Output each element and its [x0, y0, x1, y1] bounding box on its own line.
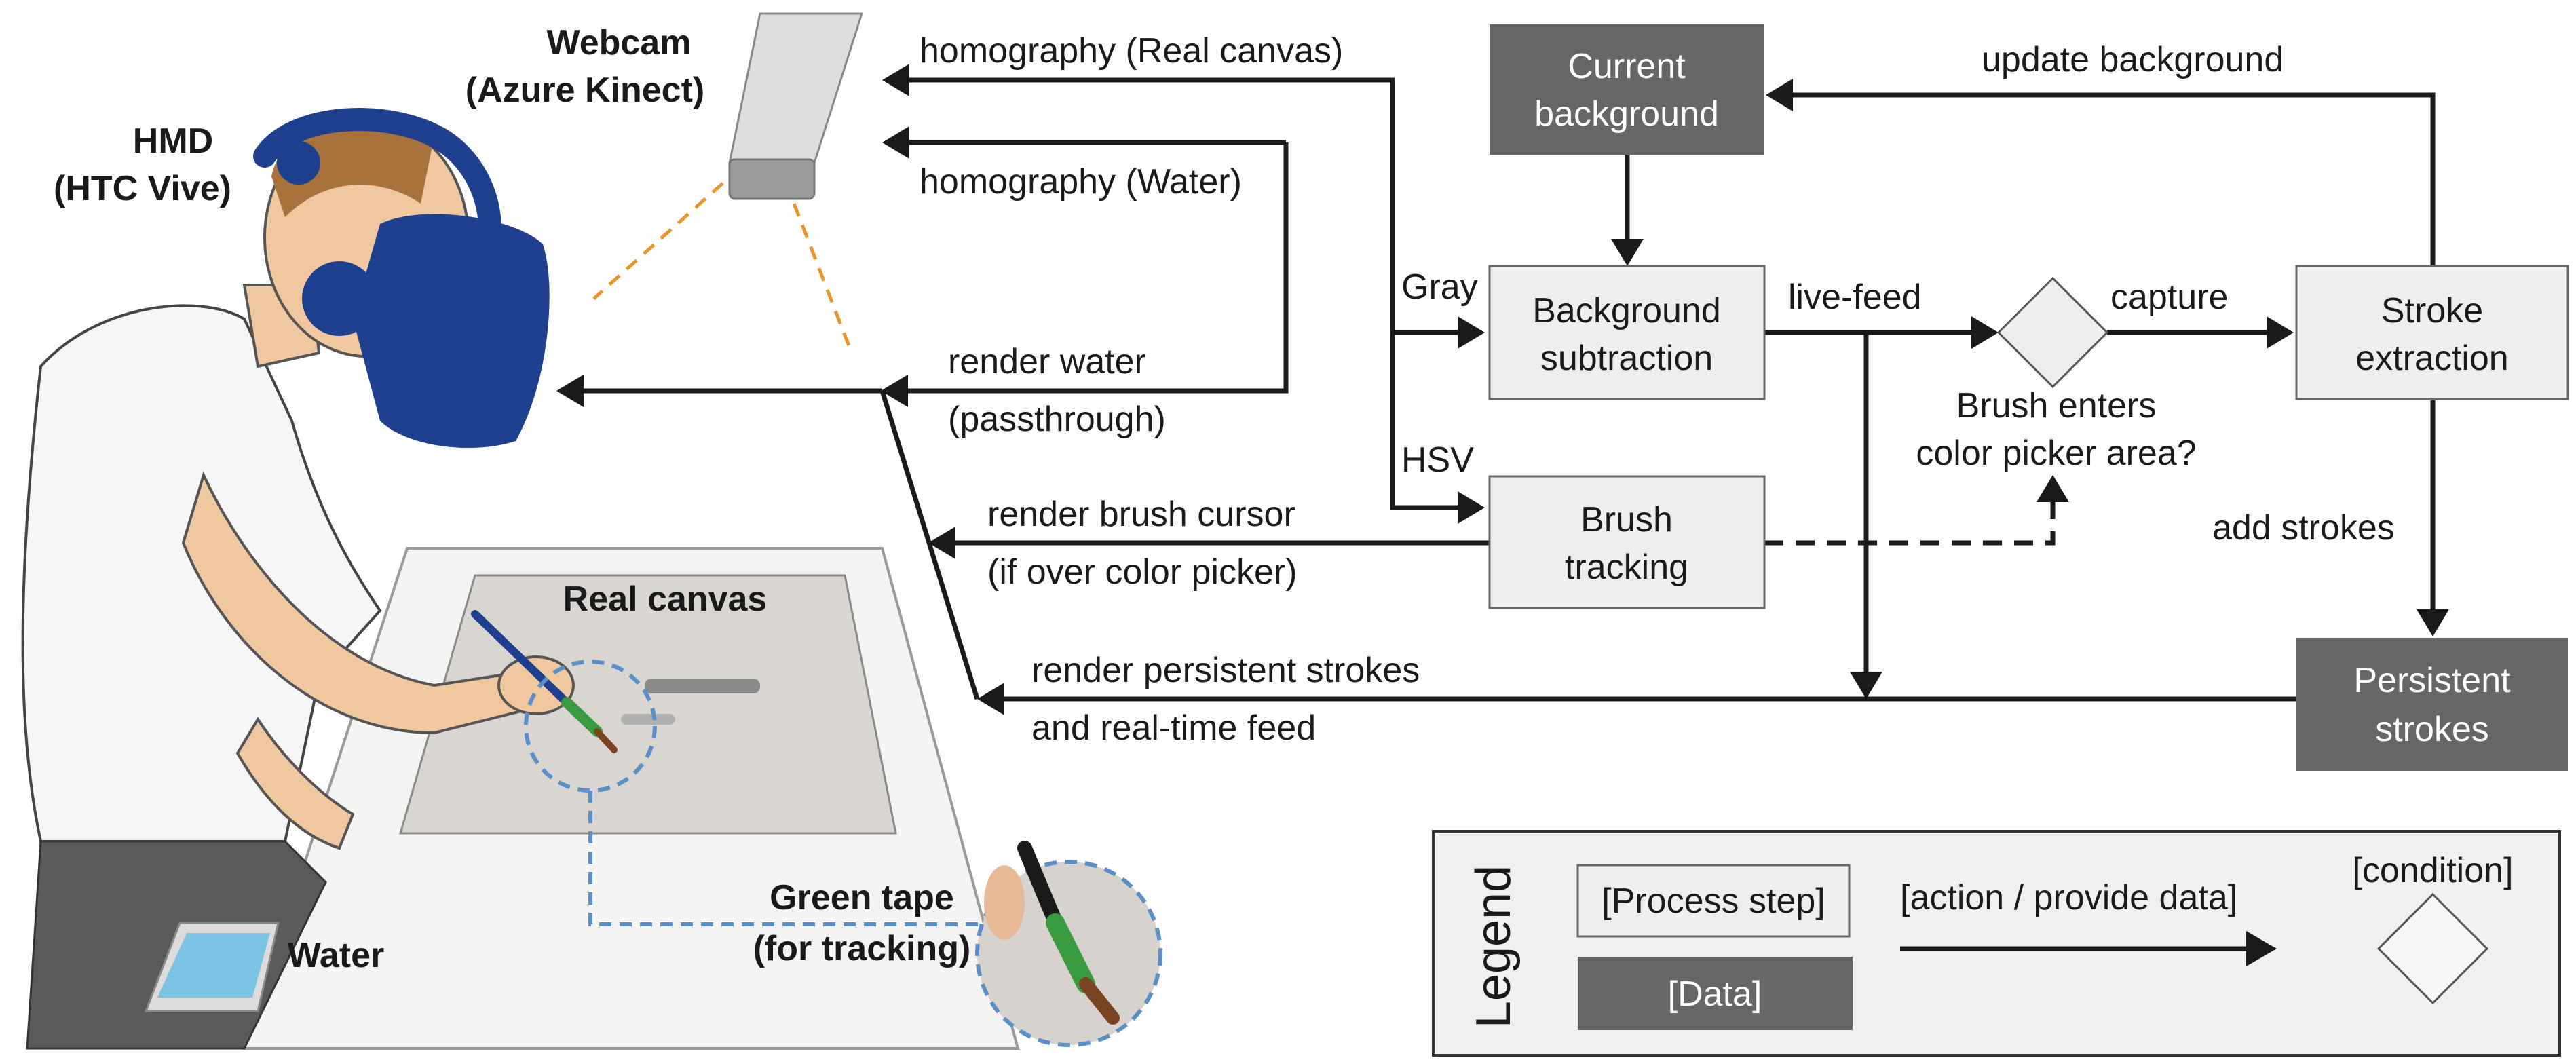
label-add-strokes: add strokes	[2212, 508, 2395, 548]
node-persistent-strokes: Persistent strokes	[2296, 638, 2568, 771]
webcam-label: Webcam	[547, 23, 692, 62]
label-hsv: HSV	[1401, 440, 1474, 480]
label-homography-water: homography (Water)	[920, 162, 1242, 202]
hmd-headset	[253, 108, 550, 448]
label-render-cursor-2: (if over color picker)	[987, 552, 1298, 592]
legend-process-label: [Process step]	[1602, 881, 1825, 921]
arrow-hsv	[1390, 332, 1458, 510]
node-stroke-extraction-line2: extraction	[2355, 339, 2508, 378]
arrow-homography-real	[909, 77, 1395, 332]
node-stroke-extraction: Stroke extraction	[2295, 265, 2569, 400]
zoom-connector	[588, 791, 981, 926]
legend-action-label: [action / provide data]	[1900, 878, 2237, 917]
webcam-device	[728, 12, 864, 200]
flow-lines	[556, 64, 2449, 715]
arrow-tracking-to-condition	[1764, 502, 2056, 546]
label-capture: capture	[2110, 278, 2228, 317]
label-homography-real: homography (Real canvas)	[920, 31, 1343, 71]
legend-condition-label: [condition]	[2352, 851, 2513, 890]
legend-process-box	[1576, 864, 1851, 938]
arrow-update-background	[1793, 92, 2436, 266]
label-render-persistent-2: and real-time feed	[1031, 708, 1316, 748]
hmd-label: HMD	[133, 121, 213, 161]
flow-labels: homography (Real canvas) homography (Wat…	[920, 31, 2395, 748]
condition-label-line2: color picker area?	[1916, 434, 2196, 473]
node-background-subtraction: Background subtraction	[1488, 265, 1766, 400]
legend-data-box	[1578, 957, 1853, 1030]
node-background-subtraction-line1: Background	[1532, 291, 1721, 330]
real-canvas-label: Real canvas	[563, 580, 768, 619]
zoom-inset	[975, 841, 1162, 1047]
webcam-sublabel: (Azure Kinect)	[466, 71, 704, 110]
paint-stroke	[645, 679, 760, 694]
person-hair	[271, 117, 434, 217]
legend-condition-diamond	[2376, 892, 2489, 1005]
brush-handle	[471, 610, 574, 710]
illustration: HMD (HTC Vive) Webcam (Azure Kinect) Rea…	[21, 12, 1162, 1050]
node-persistent-strokes-line1: Persistent	[2353, 661, 2511, 700]
label-render-cursor-1: render brush cursor	[987, 495, 1295, 534]
hmd-sublabel: (HTC Vive)	[54, 169, 231, 208]
node-brush-tracking-line2: tracking	[1565, 548, 1688, 587]
water-tray	[144, 922, 280, 1012]
node-current-background-line2: background	[1534, 94, 1719, 134]
brush-green-tape	[561, 697, 603, 737]
legend-title: Legend	[1466, 865, 1521, 1028]
webcam-fov-right	[792, 203, 854, 354]
brush-highlight-circle	[524, 660, 657, 793]
paint-stroke-small	[621, 714, 675, 725]
brush-tip	[594, 728, 618, 753]
label-gray: Gray	[1401, 267, 1478, 307]
person-forearm	[235, 717, 355, 850]
legend: Legend [Process step] [Data] [action / p…	[1432, 830, 2561, 1057]
label-render-water-2: (passthrough)	[948, 400, 1166, 439]
legend-data-label: [Data]	[1668, 974, 1762, 1014]
label-render-water-1: render water	[948, 342, 1146, 381]
label-live-feed: live-feed	[1788, 278, 1922, 317]
real-canvas-paper	[399, 574, 897, 835]
node-persistent-strokes-line2: strokes	[2375, 710, 2489, 749]
green-tape-sublabel: (for tracking)	[753, 929, 971, 968]
node-brush-tracking-line1: Brush	[1580, 500, 1673, 539]
node-condition: Brush enters color picker area?	[1916, 276, 2197, 473]
node-stroke-extraction-line1: Stroke	[2381, 291, 2483, 330]
node-background-subtraction-line2: subtraction	[1540, 339, 1713, 378]
webcam-fov-left	[592, 182, 724, 300]
label-update-background: update background	[1982, 40, 2284, 79]
node-brush-tracking: Brush tracking	[1488, 475, 1766, 609]
label-render-persistent-1: render persistent strokes	[1031, 651, 1420, 690]
line-render-water	[908, 142, 1289, 394]
node-current-background: Current background	[1490, 24, 1764, 155]
line-diagonal-collector	[879, 390, 980, 700]
condition-label-line1: Brush enters	[1956, 386, 2157, 425]
green-tape-label: Green tape	[770, 878, 954, 917]
node-current-background-line1: Current	[1568, 47, 1686, 86]
water-label: Water	[288, 936, 385, 975]
